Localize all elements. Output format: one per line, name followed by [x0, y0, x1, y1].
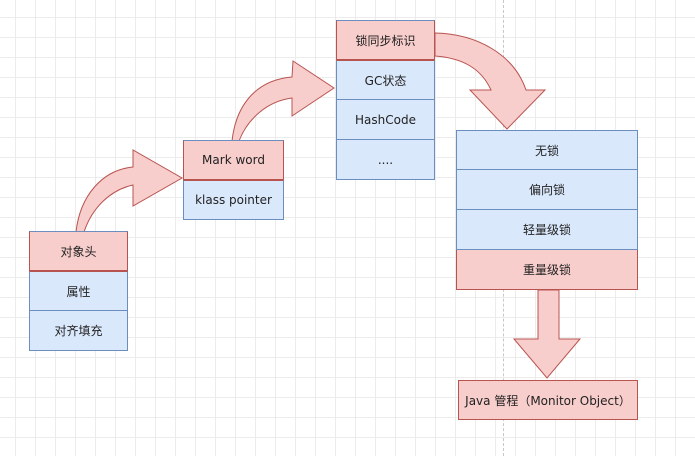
arrow-heavyweight-to-monitor: [512, 289, 582, 379]
mark-word-cell: Mark word: [183, 140, 284, 180]
object-padding-cell: 对齐填充: [29, 311, 128, 351]
header-block: Mark word klass pointer: [183, 140, 284, 220]
object-header-cell: 对象头: [29, 231, 128, 271]
biased-lock-cell: 偏向锁: [456, 170, 638, 210]
lock-states-block: 无锁 偏向锁 轻量级锁 重量级锁: [456, 130, 638, 290]
gc-state-cell: GC状态: [336, 60, 435, 100]
object-fields-cell: 属性: [29, 271, 128, 311]
arrow-object-to-markword: [75, 149, 184, 233]
ellipsis-cell: ....: [336, 140, 435, 180]
klass-pointer-cell: klass pointer: [183, 180, 284, 220]
arrow-markword-to-lockflag: [231, 60, 335, 142]
monitor-object-box: Java 管程（Monitor Object）: [458, 380, 638, 420]
object-block: 对象头 属性 对齐填充: [29, 231, 128, 351]
markword-block: 锁同步标识 GC状态 HashCode ....: [336, 20, 435, 180]
arrow-lockflag-to-lockstates: [434, 32, 547, 130]
heavyweight-lock-cell: 重量级锁: [456, 250, 638, 290]
lightweight-lock-cell: 轻量级锁: [456, 210, 638, 250]
no-lock-cell: 无锁: [456, 130, 638, 170]
lock-flag-cell: 锁同步标识: [336, 20, 435, 60]
hashcode-cell: HashCode: [336, 100, 435, 140]
